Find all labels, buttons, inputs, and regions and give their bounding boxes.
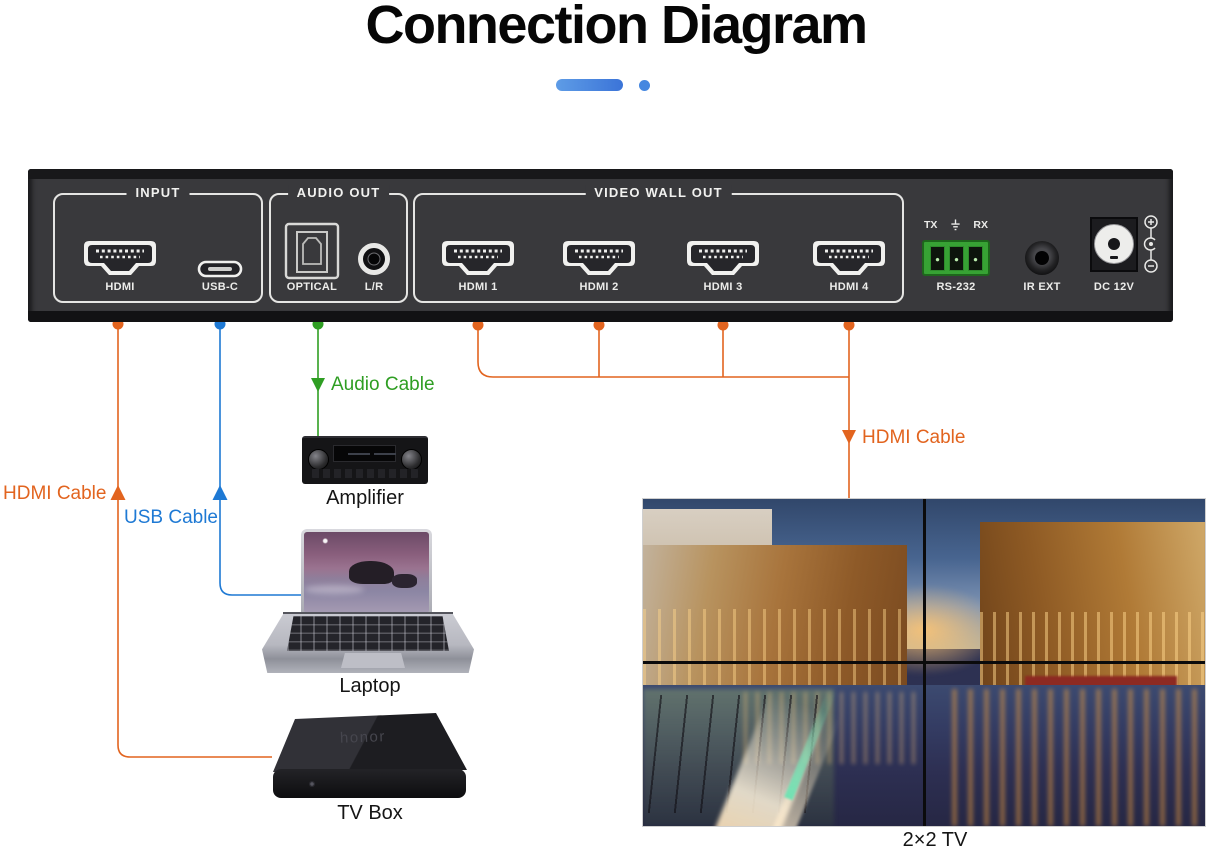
hdmi-input-port-icon [82, 239, 158, 284]
tv-box-brand-text: honor [339, 728, 387, 747]
video-wall-photo-left-buildings [643, 544, 908, 689]
hdmi-out-2-label: HDMI 2 [579, 281, 619, 293]
dc-polarity-icon [1143, 215, 1158, 273]
amplifier-knob-left [308, 449, 329, 470]
video-wall-photo-reflections [952, 688, 1205, 826]
rs232-slot-1 [929, 245, 945, 271]
hdmi-input-cable-label: HDMI Cable [3, 483, 107, 504]
video-wall-horizontal-bezel [643, 661, 1205, 664]
audio-out-group-label: AUDIO OUT [287, 185, 390, 200]
amplifier-button-row [312, 469, 418, 478]
ir-ext-label: IR EXT [1023, 281, 1061, 293]
laptop-screen [301, 529, 432, 616]
amplifier-label: Amplifier [326, 487, 404, 509]
laptop-wallpaper [304, 532, 429, 613]
video-wall-image [643, 499, 1205, 826]
dc-barrel [1094, 224, 1134, 264]
laptop-wallpaper-foam [304, 585, 364, 595]
amplifier-image [302, 436, 428, 484]
hdmi-out-3-port-icon [685, 239, 761, 284]
optical-port-icon [284, 222, 340, 285]
hdmi-output-cable-label: HDMI Cable [862, 427, 966, 448]
title-underline-pill [556, 79, 623, 91]
ir-ext-jack-icon [1025, 241, 1059, 275]
hdmi-out-3-label: HDMI 3 [703, 281, 743, 293]
audio-cable-line [311, 318, 325, 436]
hdmi-input-port-label: HDMI [105, 281, 135, 293]
matrix-device-rear-panel: INPUT AUDIO OUT VIDEO WALL OUT HDMI USB-… [28, 169, 1173, 322]
rs232-label: RS-232 [936, 281, 976, 293]
audio-out-group: AUDIO OUT [269, 185, 408, 303]
usb-cable-label: USB Cable [124, 507, 218, 528]
tv-box-front-face [273, 769, 466, 798]
panel-top-bevel [28, 169, 1173, 179]
laptop-wallpaper-rock-small [391, 574, 417, 588]
rs232-terminal-block [922, 240, 990, 276]
tv-box-label: TV Box [337, 802, 403, 824]
dc-power-jack-icon [1090, 217, 1138, 272]
optical-port-label: OPTICAL [286, 281, 338, 293]
ir-ext-jack-hole [1035, 251, 1049, 265]
tv-box-led [309, 781, 315, 787]
video-wall-photo-right-buildings [980, 521, 1205, 702]
hdmi-out-1-port-icon [440, 239, 516, 284]
dc-notch [1110, 256, 1118, 259]
amplifier-display [333, 445, 396, 462]
dc-center-pin [1108, 238, 1120, 250]
hdmi-out-4-label: HDMI 4 [829, 281, 869, 293]
rs232-slot-2 [948, 245, 964, 271]
hdmi-input-cable-line [110, 318, 272, 758]
amplifier-display-text [348, 453, 370, 455]
video-wall-label: 2×2 TV [902, 829, 968, 849]
input-group-label: INPUT [126, 185, 190, 200]
tv-box-top-face [273, 713, 467, 772]
hdmi-out-2-port-icon [561, 239, 637, 284]
laptop-wallpaper-rock [349, 561, 394, 584]
page-title: Connection Diagram [365, 0, 868, 55]
rs232-rx-label: RX [973, 218, 988, 231]
ground-icon [951, 219, 960, 231]
laptop-label: Laptop [339, 675, 401, 697]
panel-bottom-bevel [28, 311, 1173, 322]
laptop-trackpad [341, 653, 405, 668]
input-group: INPUT [53, 185, 263, 303]
dc-12v-label: DC 12V [1093, 281, 1135, 293]
usb-c-port-icon [197, 260, 243, 283]
rs232-pin-labels: TX RX [922, 218, 990, 231]
lr-jack-label: L/R [364, 281, 384, 293]
rs232-tx-label: TX [924, 218, 938, 231]
usb-cable-line [212, 318, 301, 596]
hdmi-output-cable-lines [472, 319, 856, 498]
video-wall-out-group: VIDEO WALL OUT [413, 185, 904, 303]
hdmi-out-4-port-icon [811, 239, 887, 284]
laptop-keyboard [287, 616, 449, 651]
amplifier-knob-right [401, 449, 422, 470]
rs232-slot-3 [967, 245, 983, 271]
title-underline-dot [639, 80, 650, 91]
hdmi-out-1-label: HDMI 1 [458, 281, 498, 293]
usb-c-port-label: USB-C [201, 281, 239, 293]
audio-cable-label: Audio Cable [331, 374, 435, 395]
video-wall-out-group-label: VIDEO WALL OUT [585, 185, 732, 200]
lr-jack-icon [357, 242, 391, 281]
